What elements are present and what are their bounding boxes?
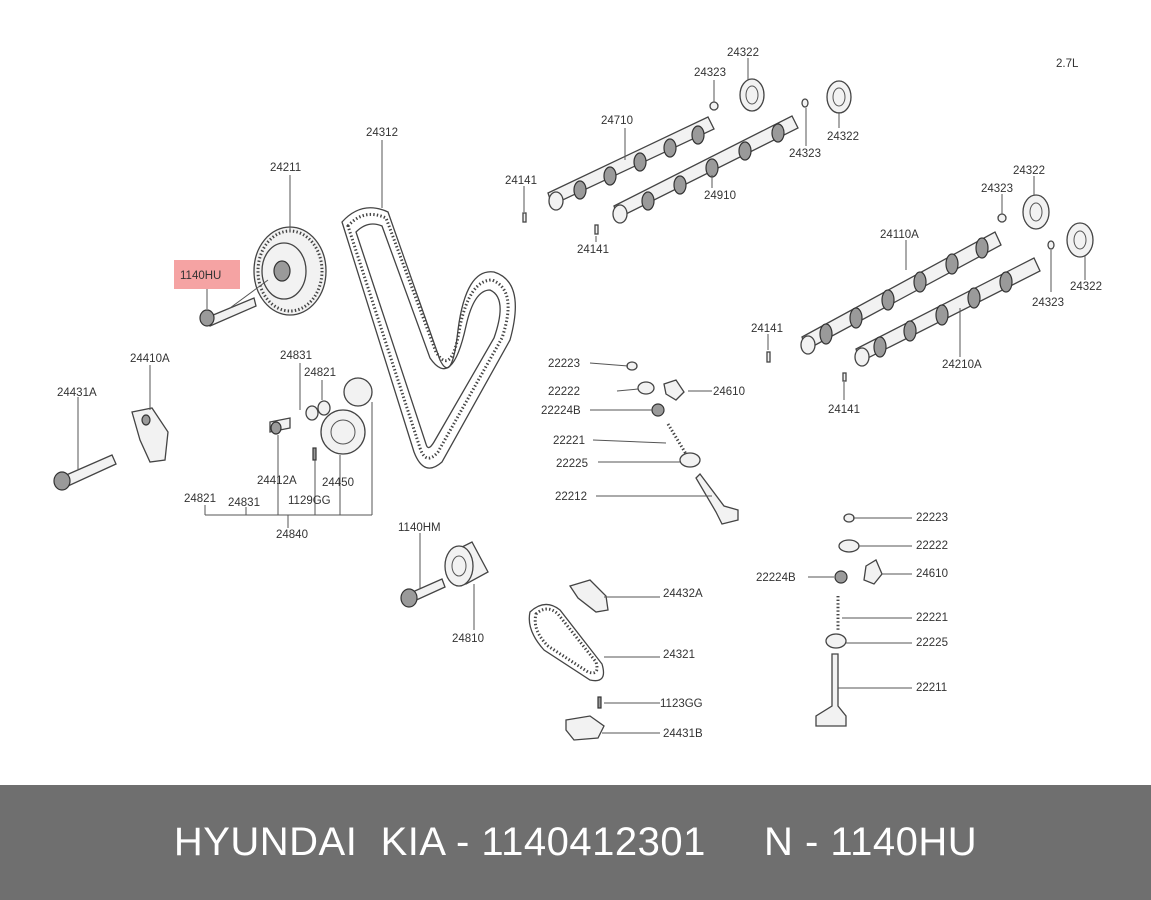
sprocket-24211 bbox=[253, 226, 327, 316]
part-label-24431A: 24431A bbox=[57, 387, 97, 399]
part-number-footer: HYUNDAI KIA - 1140412301 N - 1140HU bbox=[0, 785, 1151, 900]
part-label-22221-b: 22221 bbox=[916, 612, 948, 624]
leader-lines-valve-upper bbox=[589, 362, 712, 497]
part-label-22223-a: 22223 bbox=[548, 358, 580, 370]
part-label-22211: 22211 bbox=[916, 682, 947, 694]
part-label-24821-a: 24821 bbox=[304, 367, 336, 379]
leader-lines-tensioner bbox=[204, 363, 373, 528]
part-label-24431B: 24431B bbox=[663, 728, 703, 740]
bolt-1140HU bbox=[199, 297, 257, 327]
leader-lines-upper bbox=[523, 58, 840, 242]
timing-belt-24312 bbox=[341, 207, 516, 469]
part-label-24210A: 24210A bbox=[942, 359, 982, 371]
part-label-24410A: 24410A bbox=[130, 353, 170, 365]
part-label-24610-b: 24610 bbox=[916, 568, 948, 580]
part-label-24211: 24211 bbox=[270, 162, 301, 174]
part-label-24450: 24450 bbox=[322, 477, 354, 489]
part-label-1129GG: 1129GG bbox=[288, 495, 331, 507]
part-label-22222-a: 22222 bbox=[548, 386, 580, 398]
part-label-24323-d: 24323 bbox=[1032, 297, 1064, 309]
camshaft-24110A bbox=[800, 231, 1002, 355]
part-label-1123GG: 1123GG bbox=[660, 698, 703, 710]
part-label-24141-b: 24141 bbox=[577, 244, 609, 256]
part-label-24412A: 24412A bbox=[257, 475, 297, 487]
part-label-22225-a: 22225 bbox=[556, 458, 588, 470]
part-label-24710: 24710 bbox=[601, 115, 633, 127]
part-label-22221-a: 22221 bbox=[553, 435, 585, 447]
bolt-24431A bbox=[53, 454, 117, 491]
part-label-22222-b: 22222 bbox=[916, 540, 948, 552]
leader-lines-balance bbox=[602, 596, 660, 734]
part-label-24432A: 24432A bbox=[663, 588, 703, 600]
camshaft-24710 bbox=[547, 116, 715, 211]
part-label-24910: 24910 bbox=[704, 190, 736, 202]
part-label-24322-b: 24322 bbox=[827, 131, 859, 143]
part-label-24821-b: 24821 bbox=[184, 493, 216, 505]
part-label-22224B-a: 22224B bbox=[541, 405, 581, 417]
balance-belt-24321 bbox=[528, 579, 609, 741]
part-label-22225-b: 22225 bbox=[916, 637, 948, 649]
part-label-24840: 24840 bbox=[276, 529, 308, 541]
part-label-24322-a: 24322 bbox=[727, 47, 759, 59]
engine-variant-label: 2.7L bbox=[1056, 58, 1079, 70]
part-number-text: HYUNDAI KIA - 1140412301 N - 1140HU bbox=[173, 820, 978, 864]
bolt-1140HM bbox=[400, 578, 446, 608]
part-label-24810: 24810 bbox=[452, 633, 484, 645]
part-label-24141-d: 24141 bbox=[828, 404, 860, 416]
part-label-24323-b: 24323 bbox=[789, 148, 821, 160]
cam-seal-rings-upper bbox=[522, 78, 852, 235]
part-label-22212: 22212 bbox=[555, 491, 587, 503]
part-label-24322-c: 24322 bbox=[1013, 165, 1045, 177]
part-label-24610-a: 24610 bbox=[713, 386, 745, 398]
part-label-24323-a: 24323 bbox=[694, 67, 726, 79]
part-label-24831-b: 24831 bbox=[228, 497, 260, 509]
part-label-24312: 24312 bbox=[366, 127, 398, 139]
tensioner-bracket-24410A bbox=[131, 407, 169, 463]
highlight-callout-1140HU bbox=[174, 260, 240, 289]
part-label-24110A: 24110A bbox=[880, 229, 919, 241]
leader-lines-valve-lower bbox=[808, 517, 912, 689]
part-label-24321: 24321 bbox=[663, 649, 695, 661]
parts-diagram: 2.7L 24322 24323 24322 2 bbox=[53, 47, 1102, 741]
part-label-22224B-b: 22224B bbox=[756, 572, 796, 584]
idler-pulley-24810 bbox=[444, 541, 489, 587]
part-label-24141-c: 24141 bbox=[751, 323, 783, 335]
leader-1140HU-sprocket bbox=[229, 279, 269, 309]
part-label-24831-a: 24831 bbox=[280, 350, 312, 362]
part-label-24322-d: 24322 bbox=[1070, 281, 1102, 293]
cam-seal-rings-right bbox=[766, 194, 1094, 382]
part-label-1140HM: 1140HM bbox=[398, 522, 441, 534]
part-label-24323-c: 24323 bbox=[981, 183, 1013, 195]
part-label-24141-a: 24141 bbox=[505, 175, 537, 187]
part-label-22223-b: 22223 bbox=[916, 512, 948, 524]
camshaft-24210A bbox=[854, 257, 1041, 367]
valve-train-upper bbox=[626, 361, 739, 525]
highlighted-part-label: 1140HU bbox=[180, 270, 221, 282]
tensioner-pulley-24450 bbox=[269, 377, 373, 461]
leader-lines-right bbox=[767, 176, 1086, 400]
